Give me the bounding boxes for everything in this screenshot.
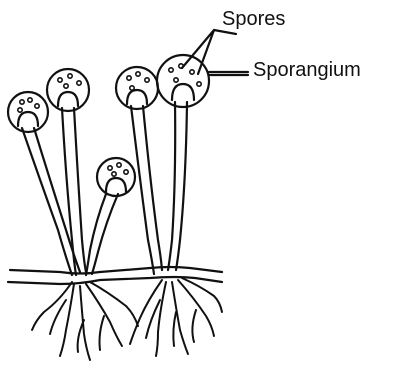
sporangiophore-4 bbox=[131, 106, 162, 274]
sporangium-leader-line bbox=[209, 72, 248, 75]
spores-label: Spores bbox=[222, 9, 285, 29]
sporangiophore-5 bbox=[168, 102, 187, 270]
rhizoids-right bbox=[130, 278, 222, 356]
spores-leader-line bbox=[182, 30, 236, 74]
sporangiophore-2 bbox=[62, 108, 86, 275]
sporangium-2 bbox=[47, 69, 89, 111]
sporangium-1 bbox=[8, 92, 48, 132]
sporangiophore-1 bbox=[22, 128, 80, 275]
sporangium-3 bbox=[97, 158, 135, 196]
rhizoids-left bbox=[32, 282, 138, 360]
sporangium-4 bbox=[116, 67, 158, 109]
sporangium-label: Sporangium bbox=[253, 60, 361, 80]
sporangiophore-3 bbox=[86, 194, 118, 275]
